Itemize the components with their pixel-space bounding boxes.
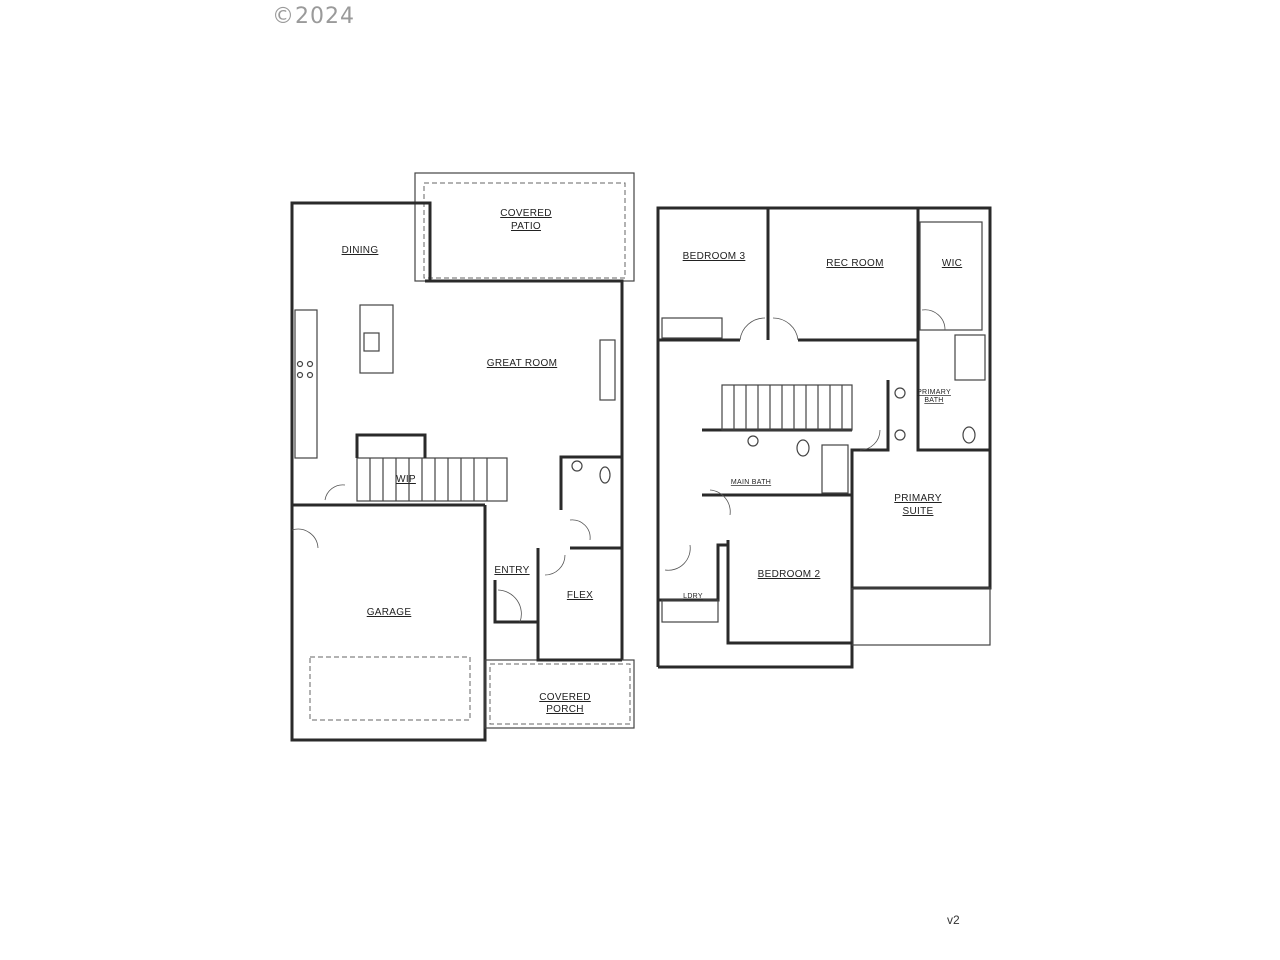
roof-below-outline xyxy=(851,587,991,646)
label-covered-porch-1: COVERED xyxy=(539,692,591,703)
laundry-counter xyxy=(661,599,719,623)
main-bath-door[interactable] xyxy=(709,489,731,516)
main-exterior-wall-east xyxy=(425,279,624,660)
label-covered-patio-1: COVERED xyxy=(500,208,552,219)
laundry-door[interactable] xyxy=(664,544,691,571)
label-covered-porch-2: PORCH xyxy=(546,704,584,715)
label-wip: WIP xyxy=(396,474,416,485)
label-primary-suite-2: SUITE xyxy=(903,506,934,517)
bedroom-3-door[interactable] xyxy=(739,317,766,341)
upper-floor-plan xyxy=(656,206,992,669)
shower-icon xyxy=(954,334,986,381)
fireplace-icon xyxy=(599,339,616,401)
wic-door[interactable] xyxy=(921,309,946,331)
sink-icon xyxy=(571,460,583,472)
toilet-icon xyxy=(796,439,810,457)
cooktop-burner-icon xyxy=(296,360,304,368)
toilet-icon xyxy=(962,426,976,444)
sink-icon xyxy=(363,332,380,352)
stairs-main xyxy=(356,457,508,502)
flex-door[interactable] xyxy=(544,554,566,576)
label-primary-bath-2: BATH xyxy=(924,397,943,404)
label-great-room: GREAT ROOM xyxy=(487,358,557,369)
wic-shelving xyxy=(919,221,983,331)
laundry-wall xyxy=(658,543,728,602)
label-laundry: LDRY xyxy=(683,593,703,600)
copyright-watermark: ©2024 xyxy=(272,4,355,29)
sink-icon xyxy=(894,429,906,441)
rec-room-south-wall xyxy=(798,208,920,342)
kitchen-counter xyxy=(294,309,318,459)
version-label: v2 xyxy=(947,913,960,927)
label-main-bath: MAIN BATH xyxy=(731,479,771,486)
garage-side-door[interactable] xyxy=(291,528,319,549)
rec-room-door[interactable] xyxy=(772,317,799,341)
label-dining: DINING xyxy=(342,245,379,256)
primary-suite-wall xyxy=(850,380,890,588)
room-labels: COVERED PATIO DINING GREAT ROOM WIP GARA… xyxy=(342,208,962,715)
label-primary-suite-1: PRIMARY xyxy=(894,493,942,504)
garage-door-outline xyxy=(309,656,471,721)
label-primary-bath-1: PRIMARY xyxy=(917,389,951,396)
toilet-icon xyxy=(599,466,611,484)
stairs-upper xyxy=(721,384,853,431)
label-entry: ENTRY xyxy=(494,565,529,576)
bathtub-icon xyxy=(821,444,849,494)
label-covered-patio-2: PATIO xyxy=(511,221,541,232)
upper-exterior-wall xyxy=(656,206,992,669)
entry-wall xyxy=(493,580,538,624)
main-exterior-wall-west xyxy=(290,201,487,742)
label-bedroom-3: BEDROOM 3 xyxy=(683,251,746,262)
primary-bath-door[interactable] xyxy=(859,429,881,451)
cooktop-burner-icon xyxy=(306,360,314,368)
powder-room-door[interactable] xyxy=(569,519,591,541)
cooktop-burner-icon xyxy=(296,371,304,379)
cooktop-burner-icon xyxy=(306,371,314,379)
label-wic: WIC xyxy=(942,258,962,269)
bedroom-3-closet xyxy=(661,317,723,339)
garage-entry-door[interactable] xyxy=(324,484,346,501)
kitchen-island xyxy=(359,304,394,374)
front-door[interactable] xyxy=(497,589,522,623)
flex-wall xyxy=(536,548,622,662)
covered-patio-beam xyxy=(423,182,626,279)
label-garage: GARAGE xyxy=(367,607,412,618)
main-floor-plan xyxy=(290,172,635,742)
wip-wall xyxy=(355,433,427,458)
covered-porch-beam xyxy=(489,663,631,725)
label-flex: FLEX xyxy=(567,590,593,601)
powder-room-wall xyxy=(559,455,622,510)
sink-icon xyxy=(894,387,906,399)
sink-icon xyxy=(747,435,759,447)
label-rec-room: REC ROOM xyxy=(826,258,883,269)
wic-wall xyxy=(916,340,990,452)
label-bedroom-2: BEDROOM 2 xyxy=(758,569,821,580)
bedroom-2-wall xyxy=(726,540,852,645)
